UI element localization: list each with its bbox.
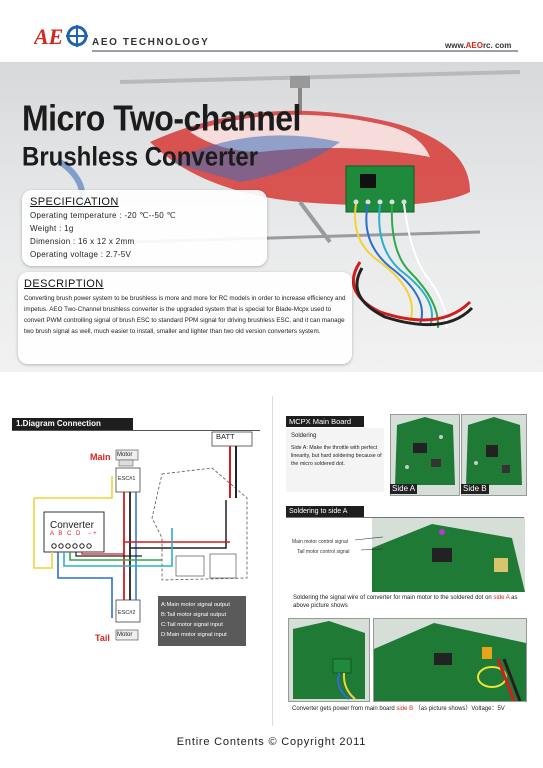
power-photo-right — [373, 618, 527, 702]
main-label: Main — [90, 452, 111, 462]
spec-line: Operating voltage : 2.7-5V — [30, 250, 132, 259]
diagram-legend: A:Main motor signal output B:Tail motor … — [161, 600, 230, 640]
website-accent: AEO — [465, 41, 483, 50]
soldering-text: Side A: Make the throttle with perfect l… — [291, 445, 382, 467]
wiring-diagram — [33, 431, 253, 646]
hero-banner — [0, 62, 543, 372]
caption-text: as above picture shows — [293, 595, 518, 609]
column-separator — [272, 396, 273, 726]
diagram-heading-rule — [12, 430, 260, 431]
soldering-side-a-rule — [286, 517, 524, 518]
esc2-label: ESC#2 — [118, 610, 136, 616]
description-card — [18, 272, 352, 364]
power-caption: Converter gets power from main board sid… — [292, 705, 528, 713]
description-text: Converting brush power system to be brus… — [24, 295, 346, 335]
tail-motor-label: Motor — [117, 632, 133, 638]
mcpx-heading: MCPX Main Board — [286, 416, 364, 427]
tail-signal-label: Tail motor control signal — [297, 549, 350, 555]
spec-line: Weight : 1g — [30, 224, 74, 233]
caption-text: （as picture shows）Voltage：5V — [413, 706, 505, 712]
diagram-heading: 1.Diagram Connection — [12, 418, 133, 430]
spec-line: Operating temperature : -20 ℃--50 ℃ — [30, 211, 176, 220]
side-a-closeup-photo — [372, 518, 525, 592]
main-signal-label: Main motor control signal — [292, 539, 348, 545]
legend-item: B:Tail motor signal output — [161, 612, 227, 618]
soldering-note-box — [286, 428, 384, 492]
legend-item: C:Tail motor signal input — [161, 622, 223, 628]
company-name: AEO TECHNOLOGY — [92, 37, 210, 48]
power-photo-left — [288, 618, 370, 702]
tail-label: Tail — [95, 633, 110, 643]
caption-text: Converter gets power from main board — [292, 706, 397, 712]
converter-board-icon — [345, 165, 415, 213]
main-motor-label: Motor — [117, 452, 133, 458]
website-prefix: www. — [445, 41, 466, 50]
esc1-label: ESC#1 — [118, 476, 136, 482]
aeo-logo-icon: AE — [34, 24, 88, 49]
copyright-footer: Entire Contents © Copyright 2011 — [176, 736, 367, 748]
converter-label: Converter — [50, 520, 94, 531]
soldering-title: Soldering — [291, 433, 317, 439]
legend-item: A:Main motor signal output — [161, 602, 230, 608]
side-b-tag: Side B — [461, 484, 489, 494]
specification-card — [22, 190, 267, 266]
specification-heading: SPECIFICATION — [30, 196, 119, 208]
converter-sign-label: − + — [88, 531, 97, 537]
page-subtitle: Brushless Converter — [22, 142, 259, 173]
caption-side-a: side A — [493, 595, 510, 601]
helicopter-illustration — [58, 70, 520, 329]
side-a-photo — [390, 414, 460, 496]
header-rule — [92, 50, 518, 52]
svg-text:AE: AE — [34, 24, 63, 49]
pointer-lines-icon — [355, 536, 384, 551]
converter-pins-label: A B C D — [50, 531, 82, 537]
description-heading: DESCRIPTION — [24, 278, 104, 290]
website-link[interactable]: www.AEOrc. com — [445, 41, 511, 50]
side-b-photo — [461, 414, 527, 496]
caption-side-b: side B — [396, 706, 414, 712]
spec-line: Dimension : 16 x 12 x 2mm — [30, 237, 135, 246]
soldering-side-a-heading: Soldering to side A — [286, 506, 364, 517]
side-a-caption: Soldering the signal wire of converter f… — [293, 594, 527, 610]
section-gap — [0, 372, 543, 384]
page-title: Micro Two-channel — [22, 98, 301, 139]
legend-item: D:Main motor signal input — [161, 632, 227, 638]
website-suffix: rc. com — [482, 41, 512, 50]
side-a-tag: Side A — [390, 484, 418, 494]
caption-text: Soldering the signal wire of converter f… — [293, 595, 494, 601]
batt-label: BATT — [216, 432, 235, 441]
converter-pins-icon — [51, 543, 92, 549]
